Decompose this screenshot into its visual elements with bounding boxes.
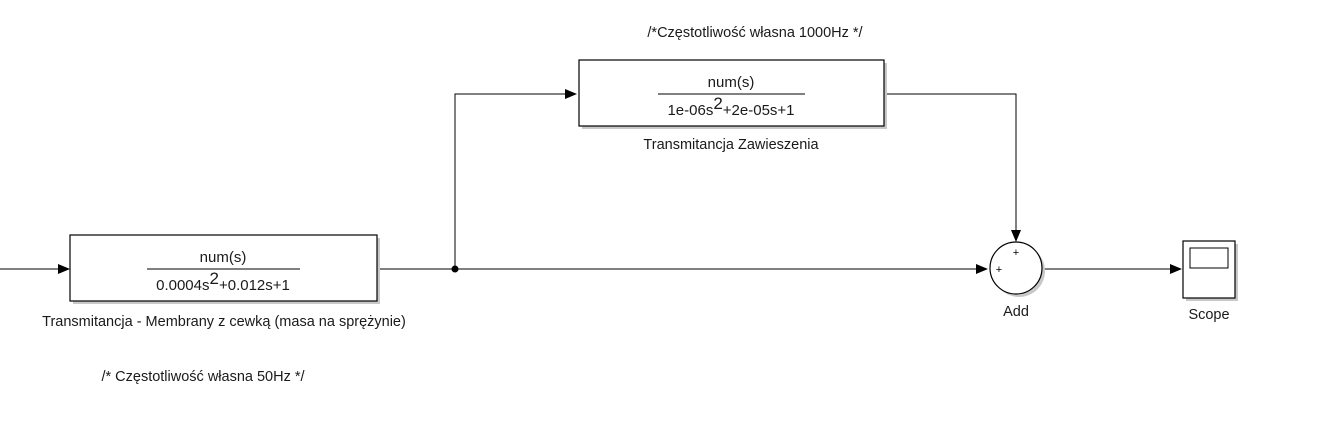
membrane-block-label[interactable]: Transmitancja - Membrany z cewką (masa n… [42,314,406,330]
add-left-input-arrowhead [976,264,988,274]
signal-lines [0,89,1182,274]
scope-block-label[interactable]: Scope [1188,307,1229,323]
add-block-label[interactable]: Add [1003,304,1029,320]
add-sign-top: + [1013,247,1019,259]
comment-natural-frequency-1000hz[interactable]: /*Częstotliwość własna 1000Hz */ [647,25,863,41]
suspension-denominator: 1e-06s2+2e-05s+1 [667,94,794,119]
suspension-numerator: num(s) [708,74,755,91]
input-arrowhead [58,264,70,274]
comment-natural-frequency-50hz[interactable]: /* Częstotliwość własna 50Hz */ [101,369,305,385]
suspension-block-label[interactable]: Transmitancja Zawieszenia [643,137,819,153]
transfer-fcn-membrane-block[interactable]: num(s) 0.0004s2+0.012s+1 [69,234,380,304]
branch-line-to-suspension[interactable] [454,93,567,269]
scope-block[interactable] [1182,240,1238,301]
add-sign-left: + [996,264,1002,276]
suspension-output-line[interactable] [885,93,1017,232]
add-top-input-arrowhead [1011,230,1021,242]
transfer-fcn-suspension-block[interactable]: num(s) 1e-06s2+2e-05s+1 [578,59,887,129]
scope-screen-icon [1189,247,1229,269]
add-block[interactable]: + + [989,241,1045,297]
membrane-denominator: 0.0004s2+0.012s+1 [156,269,290,294]
suspension-input-arrowhead [565,89,577,99]
scope-input-arrowhead [1170,264,1182,274]
membrane-numerator: num(s) [200,249,247,266]
